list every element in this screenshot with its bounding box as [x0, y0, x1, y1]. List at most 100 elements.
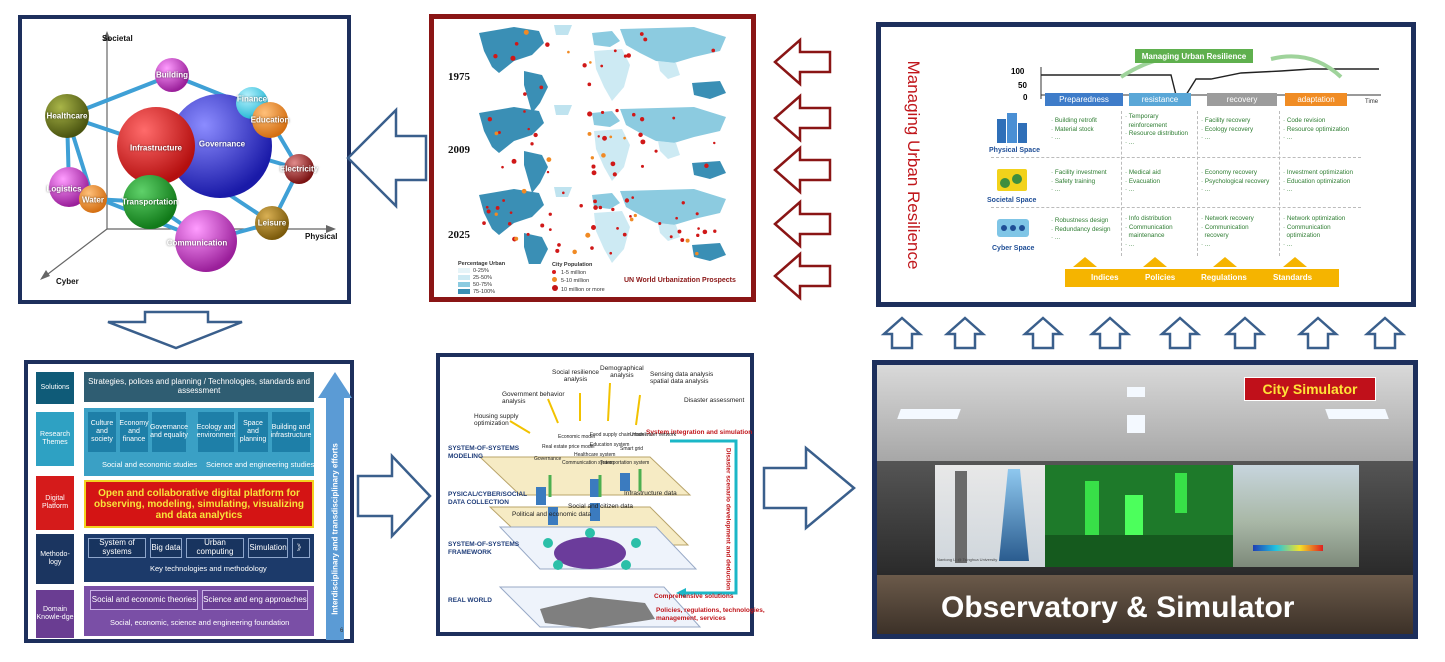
up-arrows-icon [880, 316, 1407, 350]
city-dot [640, 139, 646, 145]
maroon-left-arrows-icon [773, 37, 832, 301]
data-infrastructure: Infrastructure data [624, 490, 677, 497]
map-source: UN World Urbanization Prospects [624, 277, 736, 284]
simulator-panel: Nantong Li @ Tsinghua University City Si… [872, 360, 1418, 639]
ceiling-light [1325, 409, 1389, 419]
city-dot [623, 54, 628, 58]
axis-societal-label: Societal [102, 34, 133, 43]
city-dot [546, 170, 550, 174]
cell-societal-recovery: · Economy recovery · Psychological recov… [1201, 169, 1270, 193]
method-bigdata: Big data [150, 538, 182, 558]
cell-cyber-adaptation: · Network optimization · Communication o… [1283, 215, 1346, 248]
axis-0: 0 [1023, 93, 1028, 102]
city-dot [631, 112, 636, 117]
physical-space-icon [993, 113, 1029, 143]
finance-label: Finance [236, 94, 268, 104]
cell-physical-preparedness: · Building retrofit · Material stock · .… [1051, 117, 1097, 141]
city-dot [609, 251, 613, 255]
city-dot [711, 48, 716, 53]
map-stack [444, 21, 747, 264]
logistics-label: Logistics [46, 184, 82, 194]
screen-tower [935, 465, 1045, 567]
data-political-economic: Political and economic data [512, 511, 592, 518]
city-dot [616, 227, 619, 230]
city-dot [502, 199, 506, 202]
room-floor [877, 575, 1413, 634]
method-sos: System of systems [88, 538, 146, 558]
city-dot [713, 141, 716, 145]
city-dot [486, 209, 491, 214]
governance-bubble [168, 94, 272, 198]
city-dot [548, 228, 552, 232]
city-dot [587, 82, 592, 87]
arrow-left-icon [346, 106, 428, 210]
city-dot [587, 111, 593, 117]
city-dot [540, 223, 545, 228]
map-year-1975: 1975 [448, 71, 470, 83]
city-dot [523, 92, 527, 96]
legend-right-item: 10 million or more [561, 287, 605, 293]
arrow-down-icon [107, 310, 243, 350]
sos-panel: Social resilience analysis Demographical… [436, 353, 765, 636]
city-dot [587, 131, 592, 136]
model-smart-grid: Smart grid [620, 446, 644, 452]
simulator-caption: Observatory & Simulator [941, 591, 1295, 624]
city-dot [507, 221, 512, 226]
city-dot [567, 50, 570, 54]
city-dot [600, 110, 605, 115]
city-dot [615, 108, 619, 113]
city-simulator-badge: City Simulator [1244, 377, 1376, 401]
urbanization-map-panel: 1975 2009 2025 Percentage Urban 0-25% 25… [429, 14, 756, 302]
city-dot [611, 207, 615, 212]
label-social-resilience: Social resilience analysis [552, 369, 599, 384]
axis-100: 100 [1011, 67, 1025, 76]
city-dot [572, 249, 577, 255]
axis-physical-label: Physical [305, 232, 338, 241]
system-integration-label: System integration and simulation [646, 429, 753, 436]
education-label: Education [250, 115, 290, 125]
theme-governance: Governance and equality [150, 412, 188, 452]
communication-label: Communication [166, 238, 228, 248]
city-dot [545, 42, 550, 47]
city-dot [622, 232, 627, 237]
theme-economy: Economy and finance [119, 412, 149, 452]
model-food-supply: Food supply chain model [590, 432, 646, 438]
city-dot [696, 233, 700, 238]
theme-building: Building and infrastructure [271, 412, 311, 452]
model-economic: Economic model [558, 434, 595, 440]
solutions-detail-label: Policies, regulations, technologies, man… [656, 607, 765, 622]
city-dot [533, 132, 538, 138]
label-government-behavior: Government behavior analysis [502, 391, 565, 406]
city-dot [601, 153, 606, 158]
logistics-bubble [49, 167, 89, 207]
city-dot [600, 64, 604, 68]
city-dot [487, 117, 493, 122]
method-urban-computing: Urban computing [186, 538, 244, 558]
city-dot [597, 135, 600, 138]
screen-city-model [1045, 465, 1233, 567]
city-dot [511, 158, 517, 164]
phase-adaptation: adaptation [1285, 93, 1347, 106]
city-dot [497, 130, 501, 134]
city-dot [591, 225, 596, 230]
bottom-standards: Standards [1273, 273, 1313, 282]
city-dot [546, 157, 552, 163]
city-dot [677, 229, 682, 234]
side-methodology: Methodo-logy [36, 534, 74, 584]
bottom-policies: Policies [1145, 273, 1176, 282]
cell-physical-resistance: · Temporary reinforcement · Resource dis… [1125, 113, 1188, 146]
foundation-label: Social, economic, science and engineerin… [110, 618, 290, 627]
legend-left-title: Percentage Urban [458, 261, 506, 267]
city-dot [624, 198, 630, 203]
cell-physical-adaptation: · Code revision · Resource optimization … [1283, 117, 1350, 141]
cyber-space-icon [995, 213, 1031, 243]
city-dot [501, 165, 504, 169]
side-solutions: Solutions [36, 372, 74, 404]
city-dot [548, 212, 552, 216]
infrastructure-label: Infrastructure [129, 143, 183, 153]
layer-sos-modeling: SYSTEM-OF-SYSTEMS MODELING [448, 445, 520, 460]
cell-cyber-preparedness: · Robustness design · Redundancy design … [1051, 217, 1111, 241]
map-legend-left: Percentage Urban 0-25% 25-50% 50-75% 75-… [458, 261, 505, 296]
city-dot [585, 232, 591, 238]
label-demographical: Demographical analysis [600, 365, 644, 380]
